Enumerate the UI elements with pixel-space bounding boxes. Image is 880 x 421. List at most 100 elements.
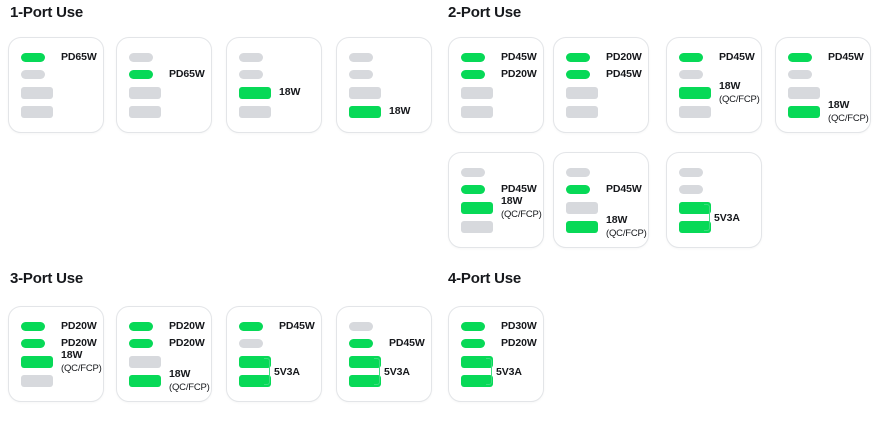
usb-a-port-indicator (461, 220, 493, 233)
port-power-value: 18W (501, 194, 523, 207)
port-power-label: PD45W (606, 69, 642, 80)
port-row (239, 339, 317, 349)
port-row (239, 105, 317, 118)
usb-a-port-indicator (21, 105, 53, 118)
port-power-value: PD45W (606, 68, 642, 80)
port-group-label: 5V3A (384, 365, 410, 378)
port-power-value: PD45W (719, 51, 755, 63)
usb-c-port-indicator (461, 339, 485, 348)
port-power-value: PD45W (606, 183, 642, 195)
port-row: 18W (349, 105, 427, 118)
usb-c-port-indicator (129, 70, 153, 79)
port-row: PD45W (788, 52, 866, 63)
port-row (788, 70, 866, 80)
port-power-label: PD20W (606, 52, 642, 63)
port-list: PD45W (349, 307, 427, 401)
usb-a-port-indicator (461, 355, 493, 368)
port-row: PD45W (679, 51, 757, 63)
port-row: PD45W (566, 184, 644, 195)
port-row (129, 105, 207, 118)
port-row (349, 70, 427, 80)
port-list: PD65W (21, 38, 99, 132)
charger-card: 18W (336, 37, 432, 133)
usb-a-port-indicator (21, 374, 53, 387)
port-power-label: 18W (279, 87, 300, 98)
port-row: 18W(QC/FCP) (461, 195, 542, 220)
port-row (679, 105, 757, 118)
port-power-value: 18W (169, 367, 191, 380)
usb-a-port-indicator (788, 105, 820, 118)
usb-a-port-indicator (349, 105, 381, 118)
port-protocol-label: (QC/FCP) (606, 227, 647, 239)
port-row: PD20W (461, 69, 539, 80)
port-row: PD45W (349, 338, 427, 349)
usb-a-port-indicator (461, 374, 493, 387)
port-power-value: PD20W (501, 337, 537, 349)
usb-a-port-indicator (21, 355, 53, 368)
port-row (239, 70, 317, 80)
port-power-label: PD45W (606, 184, 642, 195)
port-row (129, 355, 207, 368)
port-row (349, 322, 427, 332)
port-power-label: PD20W (169, 321, 205, 332)
port-power-label: PD20W (61, 338, 97, 349)
usb-c-port-indicator (239, 70, 263, 79)
charger-card: 5V3A (666, 152, 762, 248)
usb-a-port-indicator (349, 86, 381, 99)
port-power-label: PD20W (501, 69, 537, 80)
port-row (679, 185, 757, 195)
usb-c-port-indicator (239, 53, 263, 62)
port-power-value: PD20W (606, 51, 642, 63)
section-title: 2-Port Use (448, 4, 522, 21)
port-row (461, 374, 539, 387)
usb-a-port-indicator (129, 86, 161, 99)
port-power-value: PD20W (61, 320, 97, 332)
port-power-value: PD20W (501, 68, 537, 80)
port-group-label: 5V3A (714, 211, 740, 224)
port-row (239, 374, 317, 387)
usb-c-port-indicator (21, 53, 45, 62)
usb-a-port-indicator (679, 105, 711, 118)
port-row: PD20W (129, 321, 207, 332)
usb-a-port-indicator (788, 86, 820, 99)
usb-a-port-indicator (461, 86, 493, 99)
port-row: PD20W (129, 338, 207, 349)
usb-a-port-indicator (461, 105, 493, 118)
usb-c-port-indicator (21, 339, 45, 348)
port-power-value: PD45W (501, 183, 537, 195)
port-power-label: PD65W (169, 69, 205, 80)
port-power-value: PD65W (61, 51, 97, 63)
port-power-label: PD30W (501, 321, 537, 332)
usb-c-port-indicator (461, 70, 485, 79)
usb-a-port-indicator (566, 201, 598, 214)
usb-a-port-indicator (679, 201, 711, 214)
port-list: PD45W PD20W (461, 38, 539, 132)
usb-c-port-indicator (679, 168, 703, 177)
charger-card: PD20W PD45W (553, 37, 649, 133)
usb-a-port-indicator (21, 86, 53, 99)
port-power-label: PD45W (279, 321, 315, 332)
port-power-value: PD45W (828, 51, 864, 63)
usb-c-port-indicator (461, 53, 485, 62)
port-power-label: PD45W (501, 52, 537, 63)
port-row (788, 86, 866, 99)
port-power-label: 18W(QC/FCP) (169, 367, 210, 393)
port-row (21, 374, 99, 387)
port-power-value: 18W (389, 105, 411, 117)
usb-a-port-indicator (349, 374, 381, 387)
port-row (461, 105, 539, 118)
port-power-label: PD45W (828, 52, 864, 63)
usb-c-port-indicator (788, 70, 812, 79)
port-list: 18W (349, 38, 427, 132)
usb-c-port-indicator (21, 70, 45, 79)
port-group-bracket (264, 358, 270, 385)
port-row (349, 86, 427, 99)
port-row (679, 168, 757, 178)
port-row (566, 201, 644, 214)
